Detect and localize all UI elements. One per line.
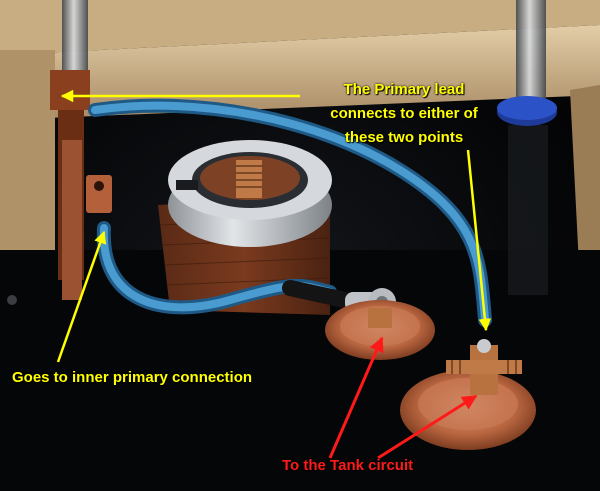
tank-insulator-left — [325, 300, 435, 360]
glass-rod-left — [62, 0, 88, 80]
aluminum-ring — [168, 140, 332, 247]
inner-primary-label: Goes to inner primary connection — [12, 369, 253, 386]
copper-strip-bracket — [50, 70, 112, 300]
blue-cable — [88, 98, 492, 327]
primary-lead-label: The Primary lead connects to either of t… — [304, 78, 504, 150]
tank-circuit-label: To the Tank circuit — [282, 457, 414, 474]
primary-lead-label-line2: connects to either of — [330, 105, 478, 122]
glass-rod-right — [497, 0, 557, 295]
tank-circuit-arrows — [328, 336, 478, 460]
primary-lead-arrows — [60, 89, 492, 332]
primary-lead-label-line1: The Primary lead — [343, 81, 465, 98]
bolt-head — [7, 295, 17, 305]
inner-primary-arrow — [56, 230, 107, 363]
primary-lead-label-line3: these two points — [344, 129, 464, 146]
